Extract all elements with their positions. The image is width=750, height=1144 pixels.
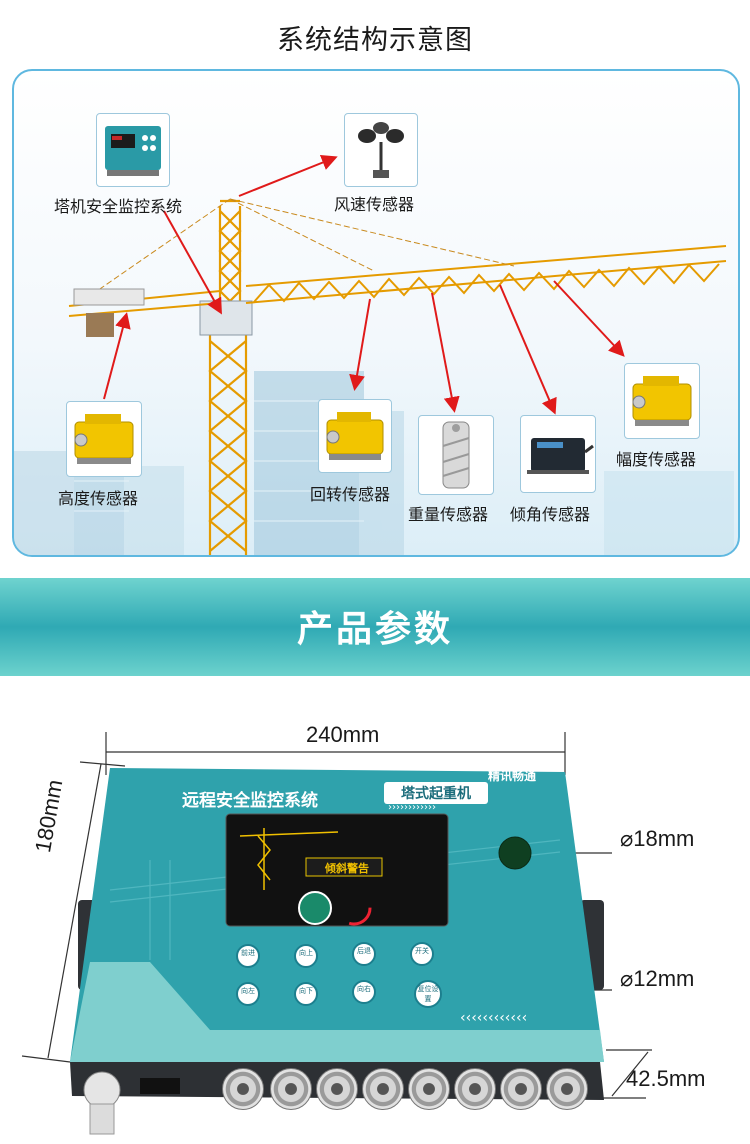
crane-mast xyxy=(208,333,248,555)
chevron-row-bottom: ‹‹‹‹‹‹‹‹‹‹‹‹ xyxy=(460,1010,527,1026)
connector-6 xyxy=(454,1068,496,1110)
connector-7 xyxy=(500,1068,542,1110)
diameter-icon: ⌀ xyxy=(620,826,634,851)
backward-button[interactable]: 后退 xyxy=(352,942,376,966)
amplitude-label: 幅度传感器 xyxy=(616,452,697,469)
device-panel-tag: 塔式起重机 xyxy=(384,782,488,804)
anemometer-icon xyxy=(358,122,404,178)
load-pin-icon xyxy=(442,421,470,489)
device-panel-title: 远程安全监控系统 xyxy=(182,791,318,810)
structure-diagram-panel: 塔机安全监控系统 风速传感器 高度传感器 回转传感器 xyxy=(12,69,740,557)
hole-large-dimension: ⌀18mm xyxy=(620,826,695,851)
device-brand: 精讯畅通 xyxy=(488,769,537,783)
rotation-label: 回转传感器 xyxy=(310,487,391,504)
connector-2 xyxy=(270,1068,312,1110)
connector-3 xyxy=(316,1068,358,1110)
cable-hole-large xyxy=(498,836,532,870)
cable-gland xyxy=(83,1071,121,1109)
rotation-switch-icon xyxy=(326,412,384,460)
wind-label: 风速传感器 xyxy=(334,197,415,214)
tilt-sensor-thumbnail xyxy=(520,415,596,493)
monitor-device-thumbnail xyxy=(96,113,170,187)
power-button[interactable]: 开关 xyxy=(410,942,434,966)
up-button[interactable]: 向上 xyxy=(294,944,318,968)
forward-button[interactable]: 前进 xyxy=(236,944,260,968)
hole-small-dimension: ⌀12mm xyxy=(620,966,695,991)
crane-counterweight-rail xyxy=(73,288,145,306)
device-body: ‹‹‹‹‹‹‹‹‹‹‹‹ ›››››››››››› xyxy=(70,768,604,1135)
amplitude-switch-icon xyxy=(632,376,692,426)
wind-sensor-thumbnail xyxy=(344,113,418,187)
params-banner xyxy=(0,578,750,676)
usb-port xyxy=(140,1078,180,1094)
connector-8 xyxy=(546,1068,588,1110)
tilt-label: 倾角传感器 xyxy=(510,507,591,524)
weight-sensor-thumbnail xyxy=(418,415,494,495)
inclinometer-icon xyxy=(527,438,594,474)
crane-cab xyxy=(199,300,253,336)
gauge-left xyxy=(298,891,332,925)
rotation-sensor-thumbnail xyxy=(318,399,392,473)
monitor-label: 塔机安全监控系统 xyxy=(54,199,183,216)
crane-counterweight xyxy=(86,313,114,337)
gauge-right xyxy=(336,890,372,926)
right-button[interactable]: 向右 xyxy=(352,980,376,1004)
monitor-device-icon xyxy=(105,126,161,176)
reset-settings-button[interactable]: 复位设置 xyxy=(414,980,442,1008)
limit-switch-icon xyxy=(74,414,134,464)
connector-1 xyxy=(222,1068,264,1110)
crane-tie-lines xyxy=(93,198,515,294)
height-sensor-thumbnail xyxy=(66,401,142,477)
weight-label: 重量传感器 xyxy=(408,507,489,524)
screen-alert-text: 倾斜警告 xyxy=(325,863,369,875)
left-button[interactable]: 向左 xyxy=(236,982,260,1006)
amplitude-sensor-thumbnail xyxy=(624,363,700,439)
chevron-row-top: ›››››››››››› xyxy=(388,802,436,813)
connector-5 xyxy=(408,1068,450,1110)
width-dimension: 240mm xyxy=(306,722,380,747)
params-banner-title: 产品参数 xyxy=(296,608,453,649)
crane-jib xyxy=(245,245,727,304)
depth-dimension: 42.5mm xyxy=(626,1066,706,1091)
height-label: 高度传感器 xyxy=(58,491,139,508)
sensor-arrows xyxy=(103,155,625,415)
structure-title: 系统结构示意图 xyxy=(277,25,473,55)
diameter-icon: ⌀ xyxy=(620,966,634,991)
connector-4 xyxy=(362,1068,404,1110)
down-button[interactable]: 向下 xyxy=(294,982,318,1006)
